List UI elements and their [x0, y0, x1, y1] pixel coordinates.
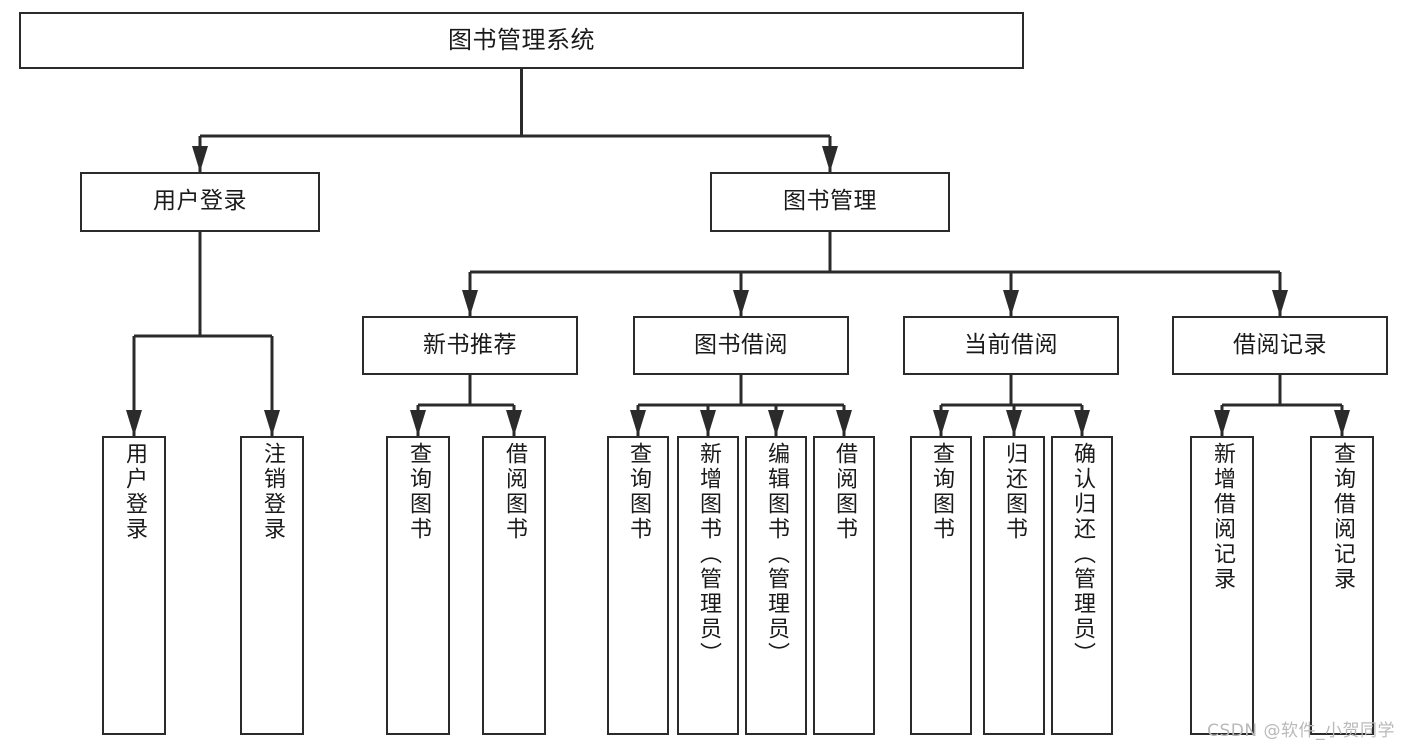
node-leaf-borrow-edit-book-label: 编辑图书（管理员） [764, 442, 789, 667]
node-leaf-current-confirm-return[interactable]: 确认归还（管理员） [1051, 436, 1113, 735]
node-leaf-user-login[interactable]: 用户登录 [102, 436, 166, 735]
node-current-borrow-label: 当前借阅 [964, 331, 1058, 358]
node-leaf-record-add[interactable]: 新增借阅记录 [1190, 436, 1254, 735]
node-borrow-record-label: 借阅记录 [1233, 331, 1327, 358]
node-leaf-borrow-add-book[interactable]: 新增图书（管理员） [677, 436, 739, 735]
node-leaf-record-query-label: 查询借阅记录 [1330, 442, 1355, 592]
watermark: CSDN @软件_小贺同学 [1207, 721, 1395, 741]
node-leaf-borrow-add-book-label: 新增图书（管理员） [696, 442, 721, 667]
node-leaf-borrow-query-book-label: 查询图书 [626, 442, 651, 542]
node-user-login-label: 用户登录 [153, 188, 247, 215]
node-leaf-recommend-borrow-book[interactable]: 借阅图书 [482, 436, 546, 735]
node-new-book-recommend[interactable]: 新书推荐 [362, 316, 578, 375]
node-leaf-borrow-borrow-book[interactable]: 借阅图书 [813, 436, 875, 735]
node-borrow-record[interactable]: 借阅记录 [1172, 316, 1388, 375]
node-leaf-record-query[interactable]: 查询借阅记录 [1310, 436, 1374, 735]
node-new-book-recommend-label: 新书推荐 [423, 331, 517, 358]
node-leaf-recommend-query-book[interactable]: 查询图书 [386, 436, 450, 735]
node-root[interactable]: 图书管理系统 [19, 12, 1024, 69]
node-leaf-borrow-query-book[interactable]: 查询图书 [607, 436, 669, 735]
node-book-borrow-label: 图书借阅 [694, 331, 788, 358]
node-book-manage[interactable]: 图书管理 [710, 172, 950, 232]
node-leaf-recommend-query-book-label: 查询图书 [406, 442, 431, 542]
node-leaf-current-return-book-label: 归还图书 [1002, 442, 1027, 542]
node-leaf-borrow-edit-book[interactable]: 编辑图书（管理员） [745, 436, 807, 735]
node-user-login[interactable]: 用户登录 [80, 172, 320, 232]
node-leaf-user-login-label: 用户登录 [122, 442, 147, 542]
node-root-label: 图书管理系统 [448, 26, 595, 55]
node-leaf-user-logout[interactable]: 注销登录 [240, 436, 304, 735]
node-current-borrow[interactable]: 当前借阅 [903, 316, 1119, 375]
node-leaf-current-return-book[interactable]: 归还图书 [983, 436, 1045, 735]
node-book-borrow[interactable]: 图书借阅 [633, 316, 849, 375]
node-leaf-user-logout-label: 注销登录 [260, 442, 285, 542]
node-leaf-borrow-borrow-book-label: 借阅图书 [832, 442, 857, 542]
node-leaf-current-query-book-label: 查询图书 [929, 442, 954, 542]
node-leaf-current-confirm-return-label: 确认归还（管理员） [1070, 442, 1095, 667]
node-book-manage-label: 图书管理 [783, 188, 877, 215]
node-leaf-record-add-label: 新增借阅记录 [1210, 442, 1235, 592]
node-leaf-recommend-borrow-book-label: 借阅图书 [502, 442, 527, 542]
node-leaf-current-query-book[interactable]: 查询图书 [910, 436, 972, 735]
